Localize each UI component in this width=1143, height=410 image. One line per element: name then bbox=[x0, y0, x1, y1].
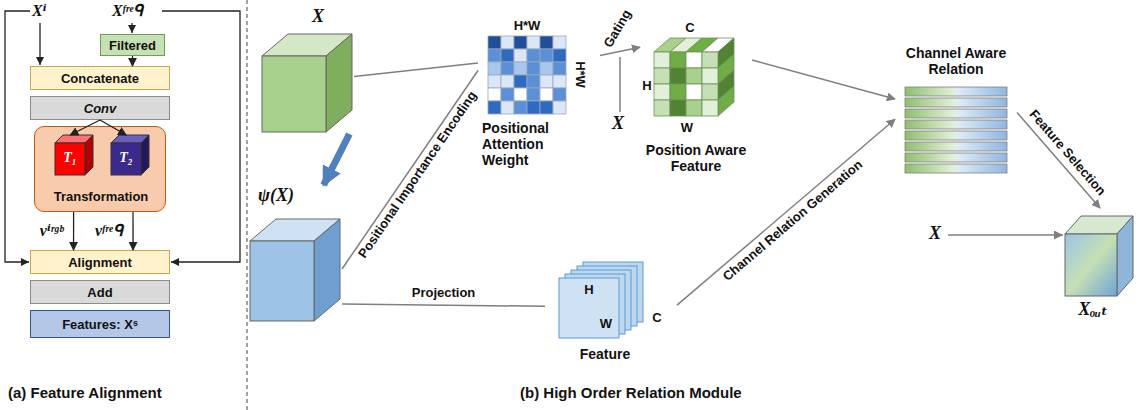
select-input-wire bbox=[948, 234, 1063, 236]
connector-label: Positional Importance Encoding bbox=[355, 88, 482, 264]
concat-box-text: Concatenate bbox=[61, 71, 139, 86]
transform-group: Transformation T₁ T₂ bbox=[34, 126, 166, 212]
position-feature-text: W bbox=[676, 120, 698, 135]
position-feature-text: H bbox=[640, 78, 654, 93]
tensor-cube-drawing bbox=[262, 6, 354, 134]
attention-map-text: Positional Attention Weight bbox=[482, 120, 592, 168]
channel-relation: Channel Aware Relation bbox=[895, 45, 1017, 180]
input-wire bbox=[131, 23, 132, 33]
position-feature-text: C bbox=[680, 20, 700, 35]
panel-caption: (a) Feature Alignment bbox=[8, 384, 162, 402]
feature-stack-text: Feature bbox=[545, 346, 665, 362]
conv-box: Conv bbox=[30, 96, 170, 120]
tensor-label: X bbox=[612, 113, 624, 135]
add-box-text: Add bbox=[87, 285, 112, 300]
tensor-label: X bbox=[929, 223, 941, 245]
flow-connector bbox=[342, 71, 478, 270]
flow-connector bbox=[342, 304, 545, 306]
input-wire bbox=[5, 11, 30, 262]
flow-connector bbox=[132, 212, 133, 250]
input-label: Xⁱ bbox=[32, 1, 47, 20]
input-label: Xᶠʳᵉᑫ bbox=[112, 1, 143, 20]
add-box: Add bbox=[30, 280, 170, 304]
projection-arrow bbox=[324, 134, 350, 185]
position-feature: C H W Position Aware Feature bbox=[640, 20, 752, 180]
flow-connector bbox=[1017, 113, 1100, 209]
connector-label: Gating bbox=[600, 6, 636, 53]
feature-stack: H W C Feature bbox=[545, 252, 677, 370]
filter-box-text: Filtered bbox=[109, 38, 156, 53]
panel-divider bbox=[246, 0, 247, 410]
connector-label: Projection bbox=[410, 286, 478, 301]
connector-label: Channel Relation Generation bbox=[719, 156, 868, 286]
panel-caption: (b) High Order Relation Module bbox=[520, 384, 742, 402]
output-cube-text: Xₒᵤₜ bbox=[1065, 298, 1121, 320]
feature-stack-text: W bbox=[597, 316, 615, 331]
transform-cube: T₂ bbox=[111, 135, 149, 175]
flow-connector bbox=[752, 60, 895, 99]
feature-stack-text: H bbox=[582, 282, 596, 297]
channel-relation-text: Channel Aware Relation bbox=[895, 45, 1017, 77]
output-box: Features: Xˢ bbox=[30, 310, 170, 338]
tensor-cube-text: X bbox=[306, 6, 330, 27]
feature-stack-text: C bbox=[649, 310, 665, 325]
attention-map: H*W H*W Positional Attention Weight bbox=[478, 18, 600, 168]
attention-map-text: H*W bbox=[488, 18, 566, 33]
conv-box-text: Conv bbox=[84, 101, 117, 116]
flow-connector bbox=[132, 56, 133, 66]
flow-connector bbox=[73, 212, 74, 250]
output-box-text: Features: Xˢ bbox=[62, 317, 138, 332]
connector-label: vⁱʳᵍᵇ bbox=[38, 222, 66, 240]
flow-connector bbox=[354, 63, 478, 76]
tensor-cube: ψ(X) bbox=[250, 185, 342, 325]
connector-label: vᶠʳᵉᑫ bbox=[93, 222, 125, 240]
input-wire bbox=[162, 11, 240, 262]
tensor-cube: X bbox=[262, 6, 354, 134]
filter-box: Filtered bbox=[100, 34, 165, 56]
concat-box: Concatenate bbox=[30, 66, 170, 90]
input-wire bbox=[39, 23, 40, 65]
tensor-cube-drawing bbox=[250, 185, 342, 325]
position-feature-text: Position Aware Feature bbox=[640, 142, 752, 174]
transform-group-text: Transformation bbox=[35, 189, 167, 204]
transform-cube-text: T₁ bbox=[55, 150, 85, 166]
transform-cube: T₁ bbox=[55, 135, 93, 175]
connector-label: Feature Selection bbox=[1024, 106, 1109, 201]
gate-input-wire bbox=[619, 57, 621, 112]
align-box: Alignment bbox=[30, 250, 170, 274]
tensor-cube-text: ψ(X) bbox=[250, 185, 302, 206]
align-box-text: Alignment bbox=[68, 255, 132, 270]
attention-map-text: H*W bbox=[573, 53, 588, 97]
output-cube: Xₒᵤₜ bbox=[1065, 208, 1135, 330]
transform-cube-text: T₂ bbox=[111, 150, 141, 166]
